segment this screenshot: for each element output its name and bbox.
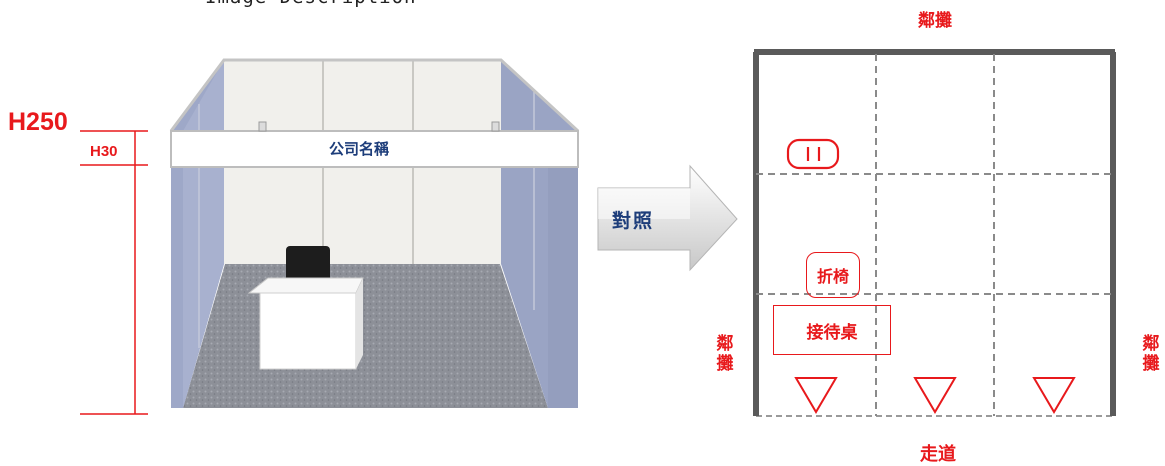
neighbor-booth-left: 鄰攤: [716, 334, 734, 374]
dimension-lines: [80, 130, 148, 415]
fascia-board: [170, 130, 579, 168]
neighbor-booth-right: 鄰攤: [1142, 334, 1160, 374]
total-height-label: H250: [8, 108, 68, 136]
folding-chair-label: 折椅: [806, 252, 860, 298]
header-caption: Image Description: [205, 0, 416, 8]
company-name-label: 公司名稱: [329, 140, 390, 158]
power-outlet-icon: [786, 138, 840, 170]
fascia-height-label: H30: [90, 143, 118, 160]
reception-desk-label: 接待桌: [773, 305, 891, 355]
aisle-label: 走道: [920, 444, 956, 465]
spotlight-icon: [258, 121, 500, 132]
reception-desk-image: [247, 277, 364, 370]
aisle-marker: [794, 377, 1076, 414]
compare-arrow-label: 對照: [612, 210, 655, 232]
booth-floor: [183, 264, 548, 408]
neighbor-booth-top: 鄰攤: [918, 11, 952, 31]
floor-plan: [753, 49, 1116, 417]
